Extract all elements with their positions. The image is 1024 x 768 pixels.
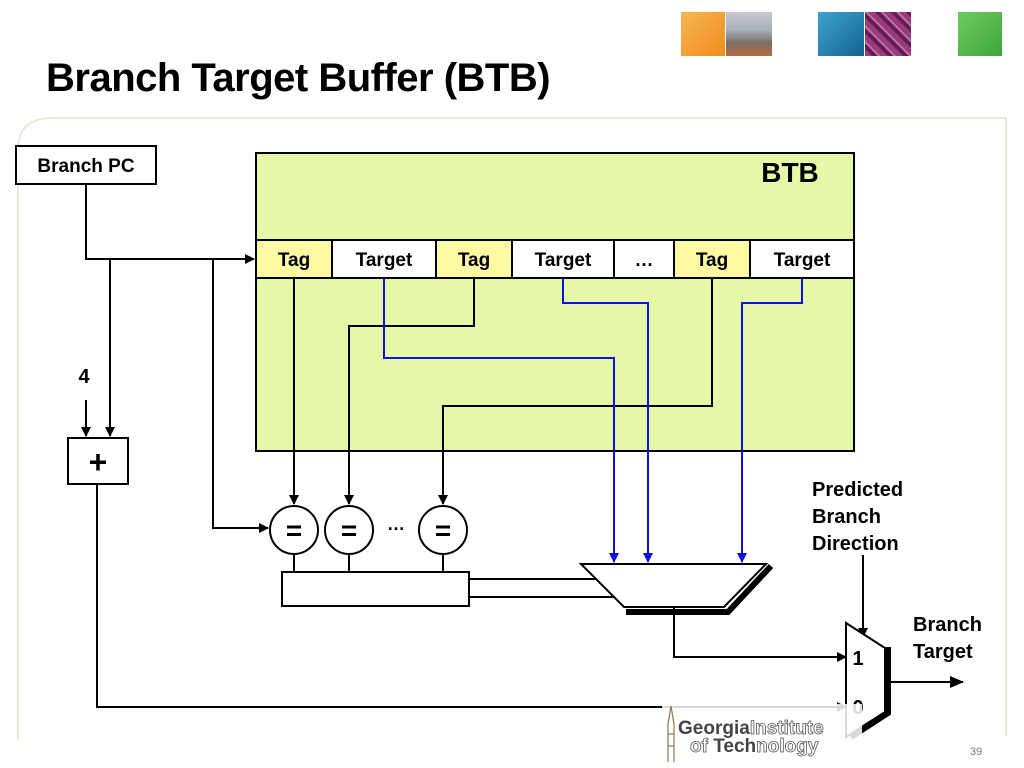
target-mux bbox=[578, 563, 774, 615]
branch-target-output-label: Branch Target bbox=[913, 614, 982, 663]
comparator-1-symbol: = bbox=[286, 515, 302, 546]
wire-pc-to-comparator bbox=[212, 259, 269, 533]
wire-target3-to-mux bbox=[737, 278, 803, 563]
branch-pc-label: Branch PC bbox=[37, 156, 134, 177]
entry-field-target-2 bbox=[511, 239, 615, 279]
entry-label-tag-3: Tag bbox=[696, 250, 728, 271]
output-line-2: Target bbox=[913, 641, 973, 663]
entry-label-tag-2: Tag bbox=[458, 250, 490, 271]
header-thumb-green bbox=[958, 12, 1002, 56]
slide-title: Branch Target Buffer (BTB) bbox=[46, 56, 551, 100]
entry-label-ellipsis: … bbox=[635, 250, 654, 271]
blue-wires bbox=[383, 278, 803, 563]
entry-label-target-2: Target bbox=[535, 250, 592, 271]
entry-field-target-1 bbox=[331, 239, 437, 279]
direction-line-1: Predicted bbox=[812, 479, 903, 501]
logo-tech: Tech bbox=[713, 736, 756, 757]
header-thumb-circuit-photo bbox=[865, 12, 911, 56]
btb-label: BTB bbox=[761, 157, 819, 188]
slide-number: 39 bbox=[970, 746, 983, 758]
logo-georgia: Georgia bbox=[678, 718, 750, 739]
wire-tag3-to-comparator3 bbox=[438, 278, 713, 505]
comparator-3 bbox=[418, 505, 468, 555]
btb-entry-row: Tag Target Tag Target … Tag Target bbox=[255, 239, 855, 279]
comparator-1 bbox=[269, 505, 319, 555]
header-thumb-campus-photo bbox=[726, 12, 772, 56]
wire-target1-to-mux bbox=[383, 278, 619, 563]
branch-pc-box: Branch PC bbox=[15, 145, 157, 185]
entry-field-ellipsis bbox=[613, 239, 675, 279]
logo-nology: nology bbox=[756, 736, 819, 757]
svg-text:of Technology: of Technology bbox=[690, 736, 819, 757]
mux-input-1-label: 1 bbox=[852, 648, 863, 670]
header-thumb-orange bbox=[681, 12, 725, 56]
comparator-ellipsis: … bbox=[387, 514, 405, 534]
wire-target2-to-mux bbox=[562, 278, 653, 563]
entry-field-tag-3 bbox=[673, 239, 751, 279]
entry-label-tag-1: Tag bbox=[278, 250, 310, 271]
wire-target-mux-to-final-mux bbox=[673, 607, 847, 662]
tag-comparators: = = = … bbox=[269, 505, 468, 555]
direction-line-3: Direction bbox=[812, 533, 899, 555]
black-wires bbox=[81, 184, 964, 712]
direction-line-2: Branch bbox=[812, 506, 881, 528]
pc-adder: + bbox=[67, 437, 129, 485]
comparator-2-symbol: = bbox=[341, 515, 357, 546]
comparator-2 bbox=[324, 505, 374, 555]
wire-tag2-to-comparator2 bbox=[344, 278, 475, 505]
output-line-1: Branch bbox=[913, 614, 982, 636]
predicted-direction-label: Predicted Branch Direction bbox=[812, 479, 903, 555]
svg-text:GeorgiaInstitute: GeorgiaInstitute bbox=[678, 718, 824, 739]
logo-of: of bbox=[690, 736, 713, 757]
hit-encoder-box bbox=[281, 571, 470, 607]
entry-field-target-3 bbox=[749, 239, 855, 279]
entry-label-target-1: Target bbox=[356, 250, 413, 271]
select-bus bbox=[469, 578, 620, 598]
logo-institute: Institute bbox=[750, 718, 824, 739]
header-thumb-blue bbox=[818, 12, 864, 56]
wire-adder-to-final-mux bbox=[96, 484, 847, 712]
georgia-tech-logo: GeorgiaInstitute of Technology bbox=[662, 704, 862, 764]
adder-symbol: + bbox=[89, 444, 108, 480]
wire-pc-to-btb bbox=[85, 184, 255, 264]
comparator-3-symbol: = bbox=[435, 515, 451, 546]
increment-constant: 4 bbox=[78, 366, 90, 388]
tech-tower-icon bbox=[667, 705, 675, 762]
entry-label-target-3: Target bbox=[774, 250, 831, 271]
